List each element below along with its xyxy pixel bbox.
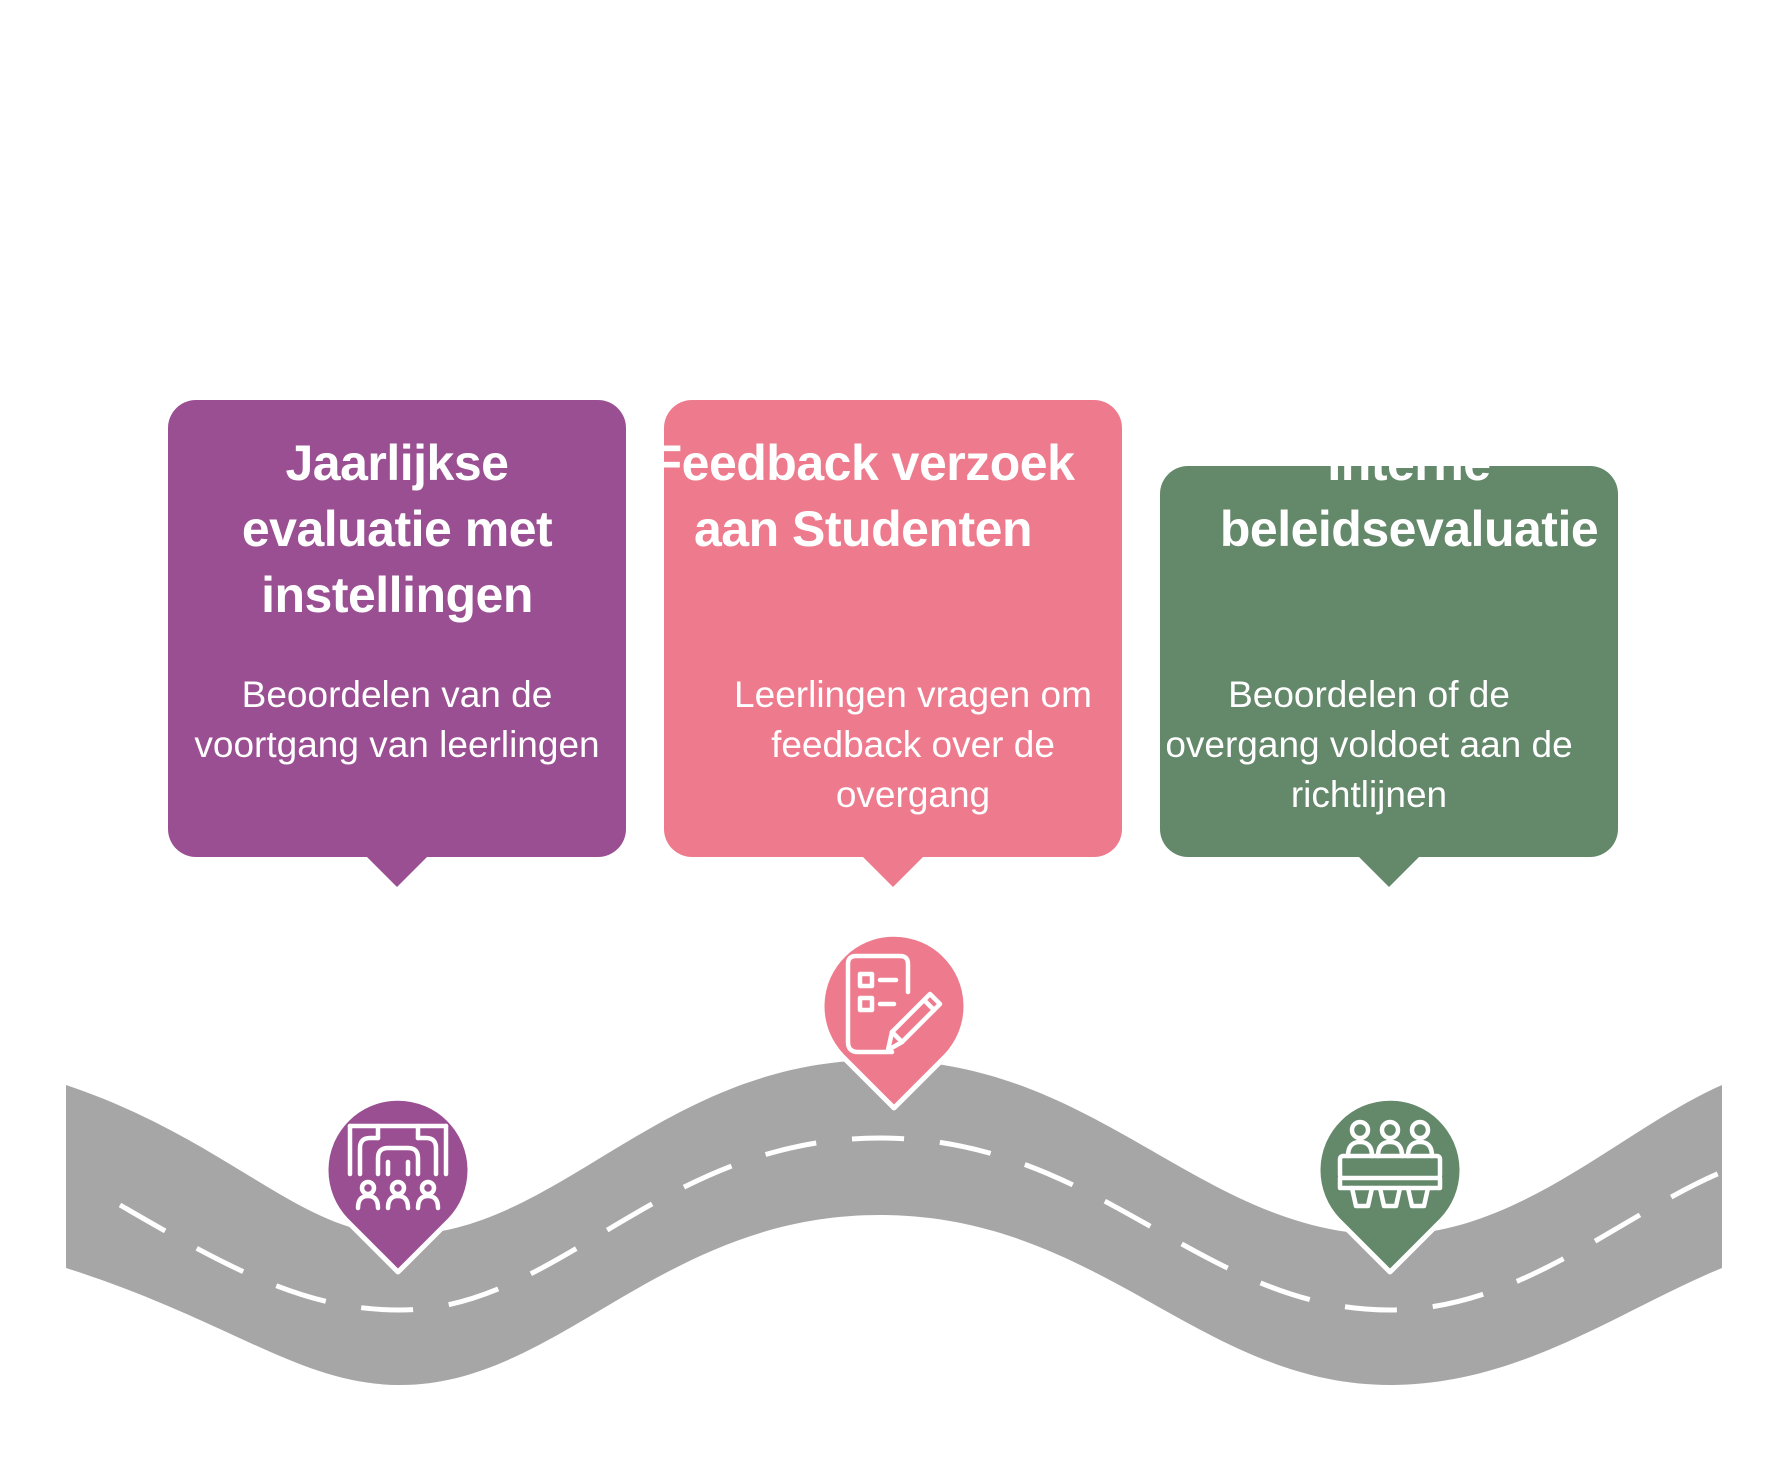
checklist-pencil-icon: [845, 953, 943, 1055]
road-center-dashes: [118, 1135, 1723, 1313]
meeting-table-icon: [1337, 1119, 1443, 1209]
institution-students-icon: [347, 1123, 449, 1211]
step-1-title: Jaarlijkse evaluatie met instellingen: [241, 435, 553, 623]
pin-marker-1: [326, 1095, 470, 1275]
step-card-1: Jaarlijkse evaluatie met instellingen Be…: [168, 400, 626, 887]
step-3-description: Beoordelen of de overgang voldoet aan de…: [1165, 674, 1573, 815]
step-2-description: Leerlingen vragen om feedback over de ov…: [734, 674, 1092, 815]
road-surface: [66, 1060, 1722, 1385]
step-2-title: Feedback verzoek aan Studenten: [651, 435, 1075, 557]
step-card-2: Feedback verzoek aan Studenten Leerlinge…: [652, 400, 1122, 887]
step-1-description: Beoordelen van de voortgang van leerling…: [194, 674, 600, 765]
pin-marker-3: [1318, 1095, 1462, 1275]
pin-marker-2: [822, 931, 966, 1111]
step-card-3: Interne beleidsevaluatie Beoordelen of d…: [1160, 435, 1618, 887]
step-3-title: Interne beleidsevaluatie: [1219, 435, 1599, 557]
